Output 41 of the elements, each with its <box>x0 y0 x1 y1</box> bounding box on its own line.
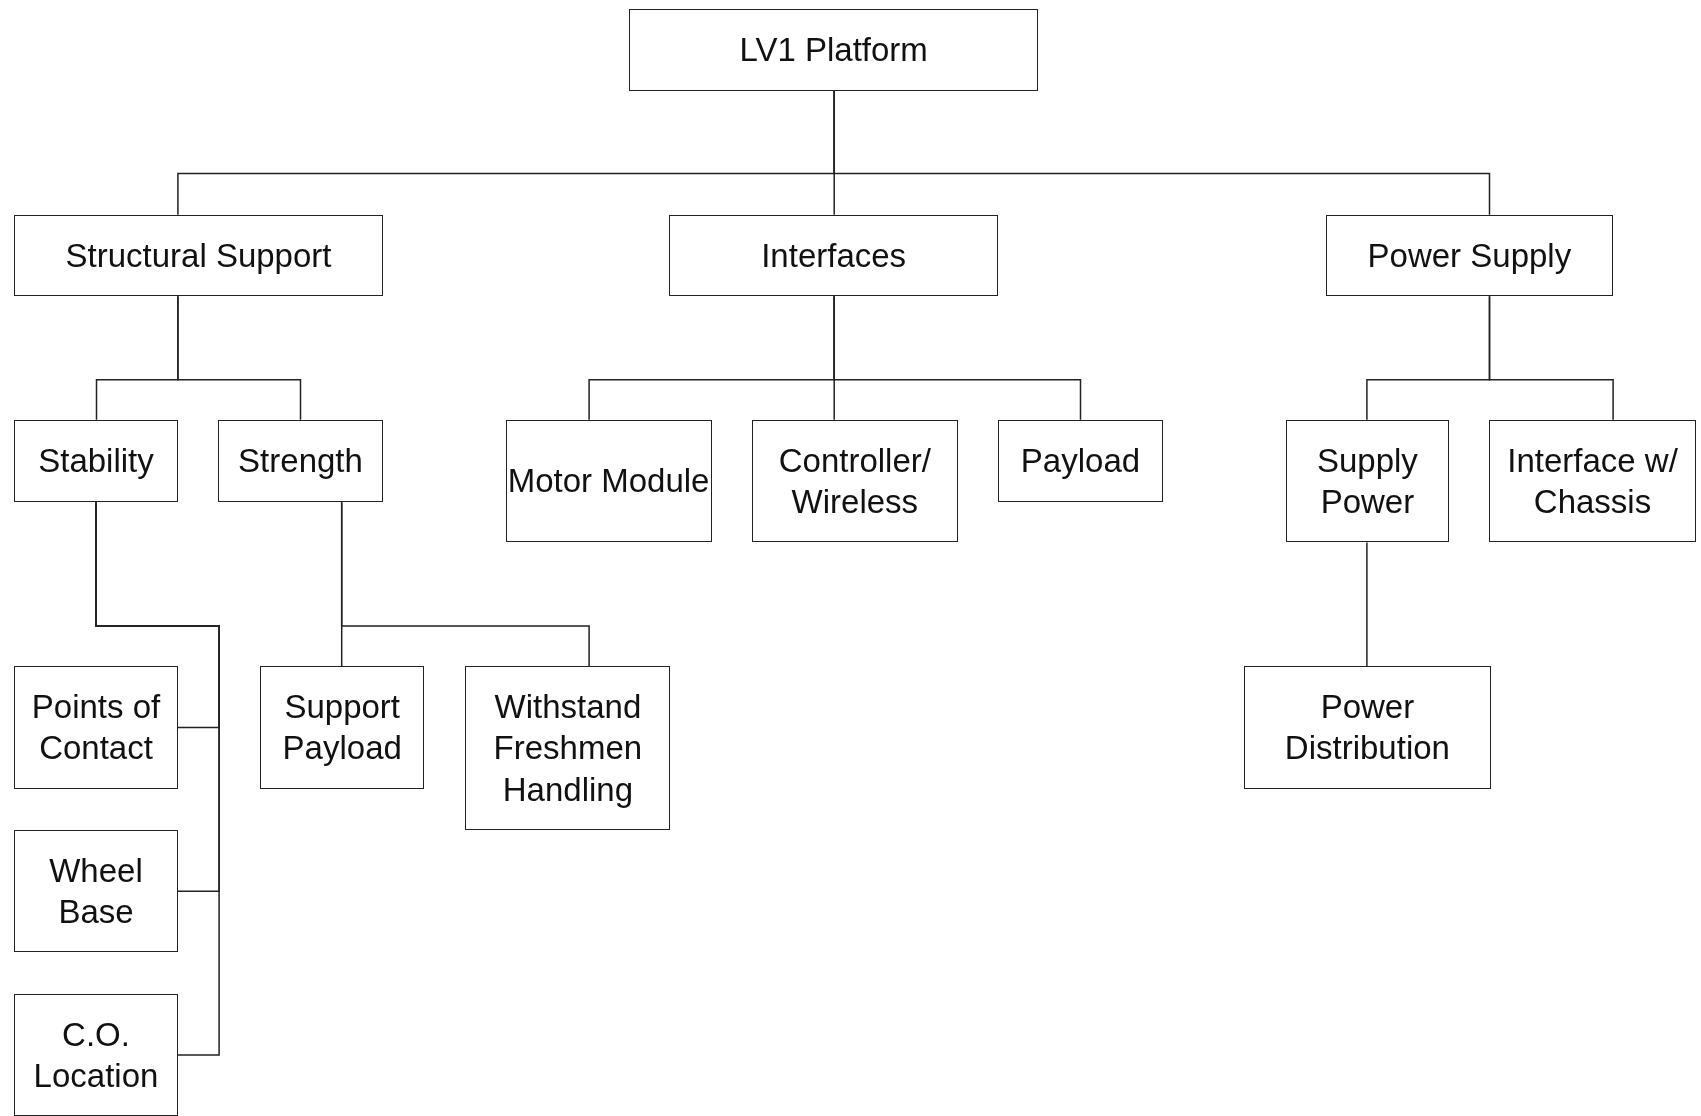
tree-box <box>669 214 998 297</box>
box-label: Points of Contact <box>30 687 162 769</box>
tree-box <box>505 419 712 543</box>
tree-box <box>1325 214 1614 297</box>
box-label: Stability <box>38 441 154 482</box>
box-label: Structural Support <box>65 235 332 276</box>
box-label: Controller/ Wireless <box>777 440 932 523</box>
tree-box <box>14 829 178 953</box>
box-label: Power Distribution <box>1283 687 1451 769</box>
tree-box <box>14 419 178 503</box>
box-label: Motor Module <box>507 461 710 502</box>
tree-box <box>465 666 671 830</box>
tree-box <box>998 419 1163 503</box>
tree-box <box>14 993 178 1116</box>
box-label: Interfaces <box>761 235 907 276</box>
connector-line <box>177 295 302 421</box>
box-label: Support Payload <box>281 687 403 769</box>
tree-box <box>1285 419 1450 543</box>
box-label: Strength <box>238 441 363 482</box>
tree-box <box>1489 419 1696 543</box>
box-label: LV1 Platform <box>739 30 928 71</box>
tree-box <box>751 419 958 543</box>
box-label: Supply Power <box>1315 440 1419 523</box>
box-label: Withstand Freshmen Handling <box>492 687 644 810</box>
box-label: Payload <box>1020 441 1141 482</box>
tree-box <box>14 666 178 789</box>
tree-box <box>14 214 383 297</box>
tree-box <box>260 666 425 789</box>
box-label: C.O. Location <box>32 1014 160 1096</box>
connector-line <box>95 501 220 1056</box>
connector-line <box>833 295 1082 421</box>
tree-box <box>629 8 1039 92</box>
box-label: Wheel Base <box>48 850 144 933</box>
connector-line <box>833 90 1491 216</box>
tree-box <box>218 419 383 503</box>
connector-line <box>1488 295 1614 421</box>
connector-line <box>1366 541 1368 667</box>
connector-line <box>340 501 590 667</box>
box-label: Power Supply <box>1367 235 1572 276</box>
tree-box <box>1244 666 1491 789</box>
box-label: Interface w/ Chassis <box>1506 440 1679 523</box>
